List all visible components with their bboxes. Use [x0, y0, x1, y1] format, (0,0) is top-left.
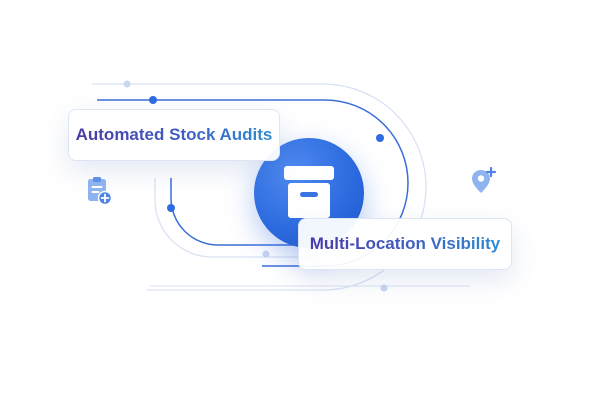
feature-label-multi-location: Multi-Location Visibility: [309, 234, 501, 253]
feature-label-stock-audits: Automated Stock Audits: [75, 125, 273, 144]
location-pin-add-icon: [472, 166, 497, 193]
outer-track-line: [92, 83, 427, 291]
clipboard-add-icon: [88, 177, 113, 206]
track-dot: [376, 134, 384, 142]
track-dot: [262, 250, 270, 258]
archive-box-icon: [284, 166, 334, 218]
track-dot: [149, 96, 157, 104]
track-dot: [123, 80, 131, 88]
inner-track-line: [154, 178, 318, 258]
inner-blue-track-line: [170, 178, 300, 246]
feature-card-multi-location: Multi-Location Visibility: [298, 218, 512, 270]
feature-card-stock-audits: Automated Stock Audits: [68, 109, 280, 161]
track-dot: [167, 204, 175, 212]
track-dot: [380, 284, 388, 292]
